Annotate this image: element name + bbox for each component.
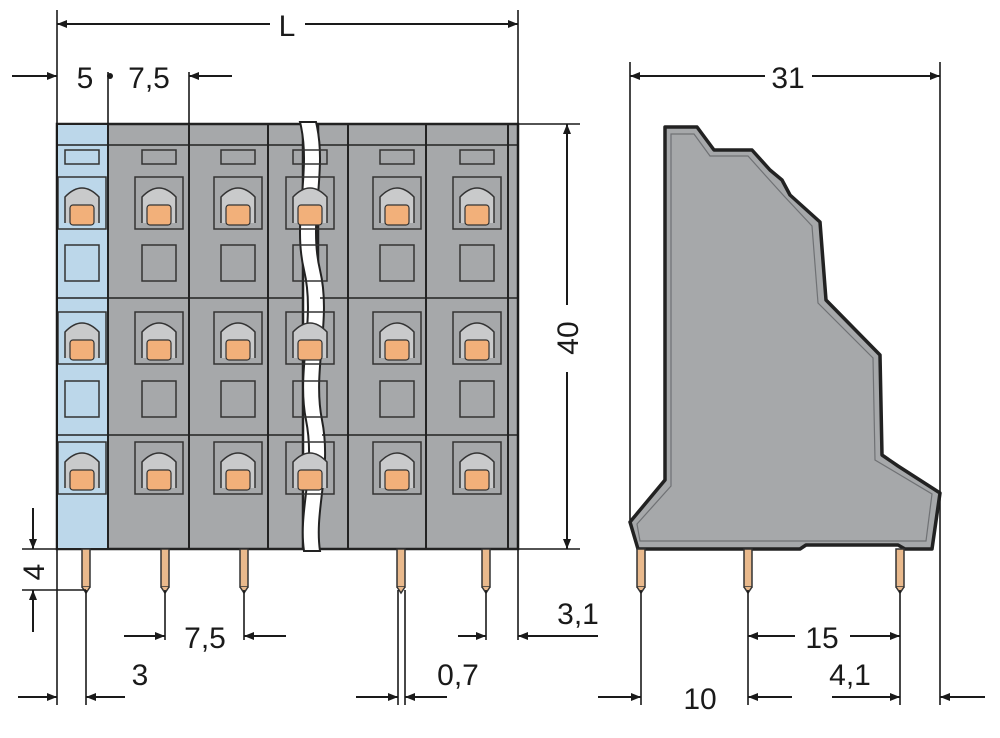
clamp-opening [134, 176, 184, 230]
dim-depth: 31 [771, 62, 804, 95]
dim-front-offset: 10 [683, 683, 716, 716]
solder-pin [239, 548, 249, 595]
side-view [628, 125, 942, 595]
front-dimensions: L 5 7,5 40 4 7,5 3 0,7 3,1 [12, 10, 599, 705]
side-pins [636, 548, 905, 595]
solder-pin [160, 548, 170, 595]
top-slot [220, 149, 256, 165]
dim-pin-spacing: 15 [805, 622, 838, 655]
release-slot [220, 380, 256, 418]
tier-lines [57, 144, 518, 436]
release-slot [64, 380, 100, 418]
release-slot [292, 380, 328, 418]
dim-overall-length: L [279, 10, 296, 43]
clamp-grid [57, 149, 502, 495]
top-slot [379, 149, 415, 165]
clamp-opening [213, 311, 263, 365]
clamp-opening [57, 176, 107, 230]
clamp-opening [57, 311, 107, 365]
release-slot [459, 380, 495, 418]
clamp-opening [285, 311, 335, 365]
clamp-opening [452, 311, 502, 365]
clamp-opening [134, 311, 184, 365]
side-housing-inner [636, 133, 933, 542]
dim-first-pitch: 5 [77, 62, 94, 95]
top-slot [64, 149, 100, 165]
clamp-opening [372, 176, 422, 230]
clamp-opening [372, 441, 422, 495]
clamp-opening [213, 441, 263, 495]
dim-pin-length: 4 [18, 564, 51, 581]
release-slot [141, 380, 177, 418]
clamp-opening [372, 311, 422, 365]
solder-pin [81, 548, 91, 595]
dim-rear-offset: 4,1 [829, 659, 871, 692]
dim-height: 40 [552, 321, 585, 354]
release-slot [379, 244, 415, 282]
solder-pin [636, 548, 646, 595]
solder-pin [396, 548, 406, 595]
front-view [55, 121, 520, 595]
clamp-opening [285, 176, 335, 230]
solder-pin [481, 548, 491, 595]
clamp-opening [452, 441, 502, 495]
top-slot [141, 149, 177, 165]
top-slot [459, 149, 495, 165]
dim-edge-offset: 3 [132, 659, 149, 692]
front-pins [81, 548, 491, 595]
release-slot [64, 244, 100, 282]
dim-pitch-bottom: 7,5 [184, 622, 226, 655]
dim-pitch-top: 7,5 [128, 62, 170, 95]
module-separators [107, 124, 509, 549]
clamp-opening [57, 441, 107, 495]
clamp-opening [134, 441, 184, 495]
top-slot [292, 149, 328, 165]
side-dimensions: 31 15 10 4,1 [598, 62, 985, 716]
clamp-opening [452, 176, 502, 230]
release-slot [459, 244, 495, 282]
release-slot [379, 380, 415, 418]
side-housing [628, 125, 942, 551]
dim-pin-thickness: 0,7 [437, 659, 479, 692]
clamp-opening [285, 441, 335, 495]
release-slot [141, 244, 177, 282]
release-slot [292, 244, 328, 282]
solder-pin [743, 548, 753, 595]
release-slot [220, 244, 256, 282]
clamp-opening [213, 176, 263, 230]
dim-right-offset: 3,1 [557, 598, 599, 631]
solder-pin [895, 548, 905, 595]
